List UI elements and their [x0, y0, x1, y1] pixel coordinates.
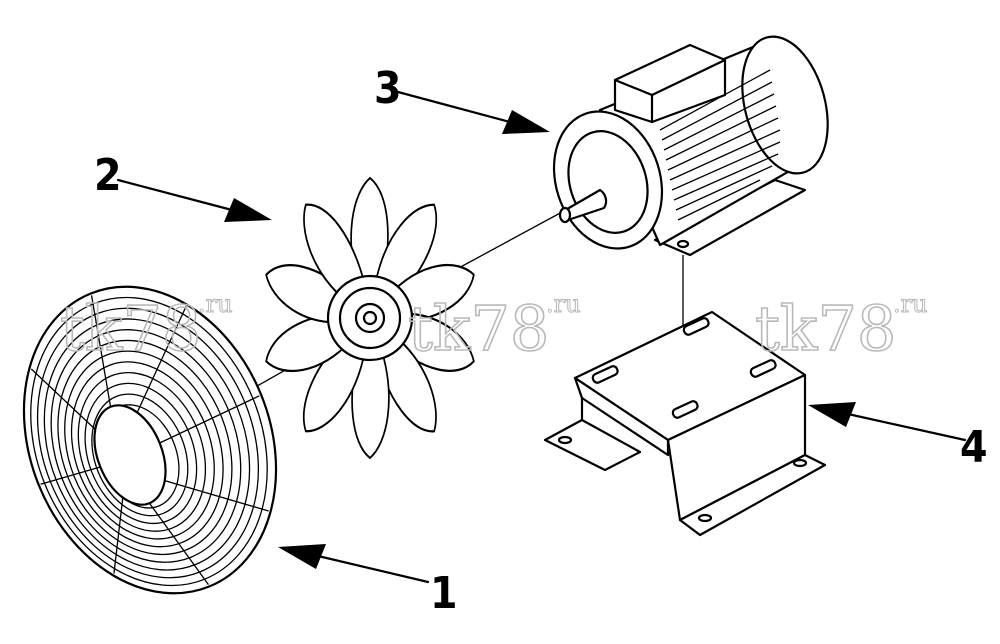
protective-grille	[22, 285, 278, 595]
callout-label-2: 2	[94, 150, 122, 201]
grille-spoke	[30, 368, 96, 430]
watermark-sup: .ru	[893, 290, 928, 318]
grille-ring	[36, 307, 260, 579]
callout-leaders	[116, 90, 967, 584]
watermarks: tk78 .ru tk78 .ru tk78 .ru	[59, 290, 928, 366]
grille-spoke	[159, 395, 260, 444]
grille-ring	[64, 350, 224, 548]
watermark-text: tk78	[60, 292, 201, 365]
grille-spoke	[40, 466, 101, 485]
fan-impeller	[265, 176, 475, 460]
grille-spoke	[90, 295, 112, 407]
grille-ring	[84, 382, 198, 525]
grille-ring	[57, 339, 233, 556]
grille-ring	[43, 318, 251, 571]
callout-label-3: 3	[374, 63, 402, 114]
fan-blade	[303, 203, 366, 304]
grille-spoke	[164, 479, 269, 512]
watermark-sup: .ru	[198, 290, 233, 318]
grille-ring	[50, 329, 242, 563]
watermark-text: tk78	[408, 292, 549, 365]
grille-ring	[77, 371, 207, 532]
mounting-bracket	[543, 310, 827, 537]
grille-ring	[91, 393, 189, 517]
grille-spoke	[113, 497, 124, 574]
callout-label-4: 4	[960, 422, 988, 473]
callout-label-1: 1	[430, 568, 458, 619]
electric-motor	[552, 35, 829, 257]
grille-spoke	[136, 306, 187, 413]
grille-spoke	[148, 502, 209, 586]
watermark-sup: .ru	[546, 290, 581, 318]
watermark-text: tk78	[755, 292, 896, 365]
grille-ring	[70, 361, 215, 540]
